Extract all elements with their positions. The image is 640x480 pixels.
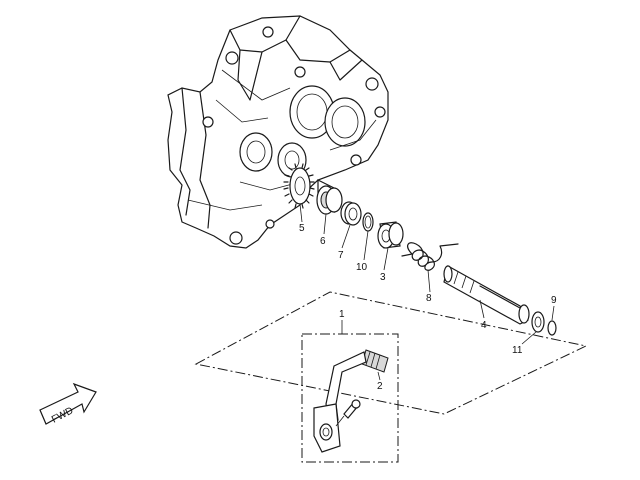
- leader-lines: [299, 203, 555, 381]
- part-7-bushing: [340, 201, 362, 226]
- part-11-washer: [531, 311, 545, 333]
- assembly-outline: [194, 291, 588, 415]
- callout-1: 1: [339, 309, 345, 320]
- kick-lever: [313, 351, 367, 453]
- forward-arrow-icon: FWD: [39, 382, 97, 426]
- callout-4: 4: [481, 320, 487, 331]
- callout-7: 7: [338, 250, 344, 261]
- part-8-spring: [401, 242, 459, 271]
- callout-11: 11: [512, 345, 523, 356]
- callout-2: 2: [377, 381, 383, 392]
- kick-lever-box: [301, 333, 399, 463]
- part-4-shaft: [443, 265, 530, 325]
- callout-5: 5: [299, 223, 305, 234]
- callout-8: 8: [426, 293, 432, 304]
- callout-3: 3: [380, 272, 386, 283]
- part-3-collar: [377, 221, 404, 249]
- callout-6: 6: [320, 236, 326, 247]
- callout-10: 10: [356, 262, 368, 273]
- callout-9: 9: [551, 295, 557, 306]
- part-10-circlip: [362, 212, 374, 232]
- part-9-circlip: [547, 320, 557, 336]
- part-6-bearing: [316, 179, 343, 215]
